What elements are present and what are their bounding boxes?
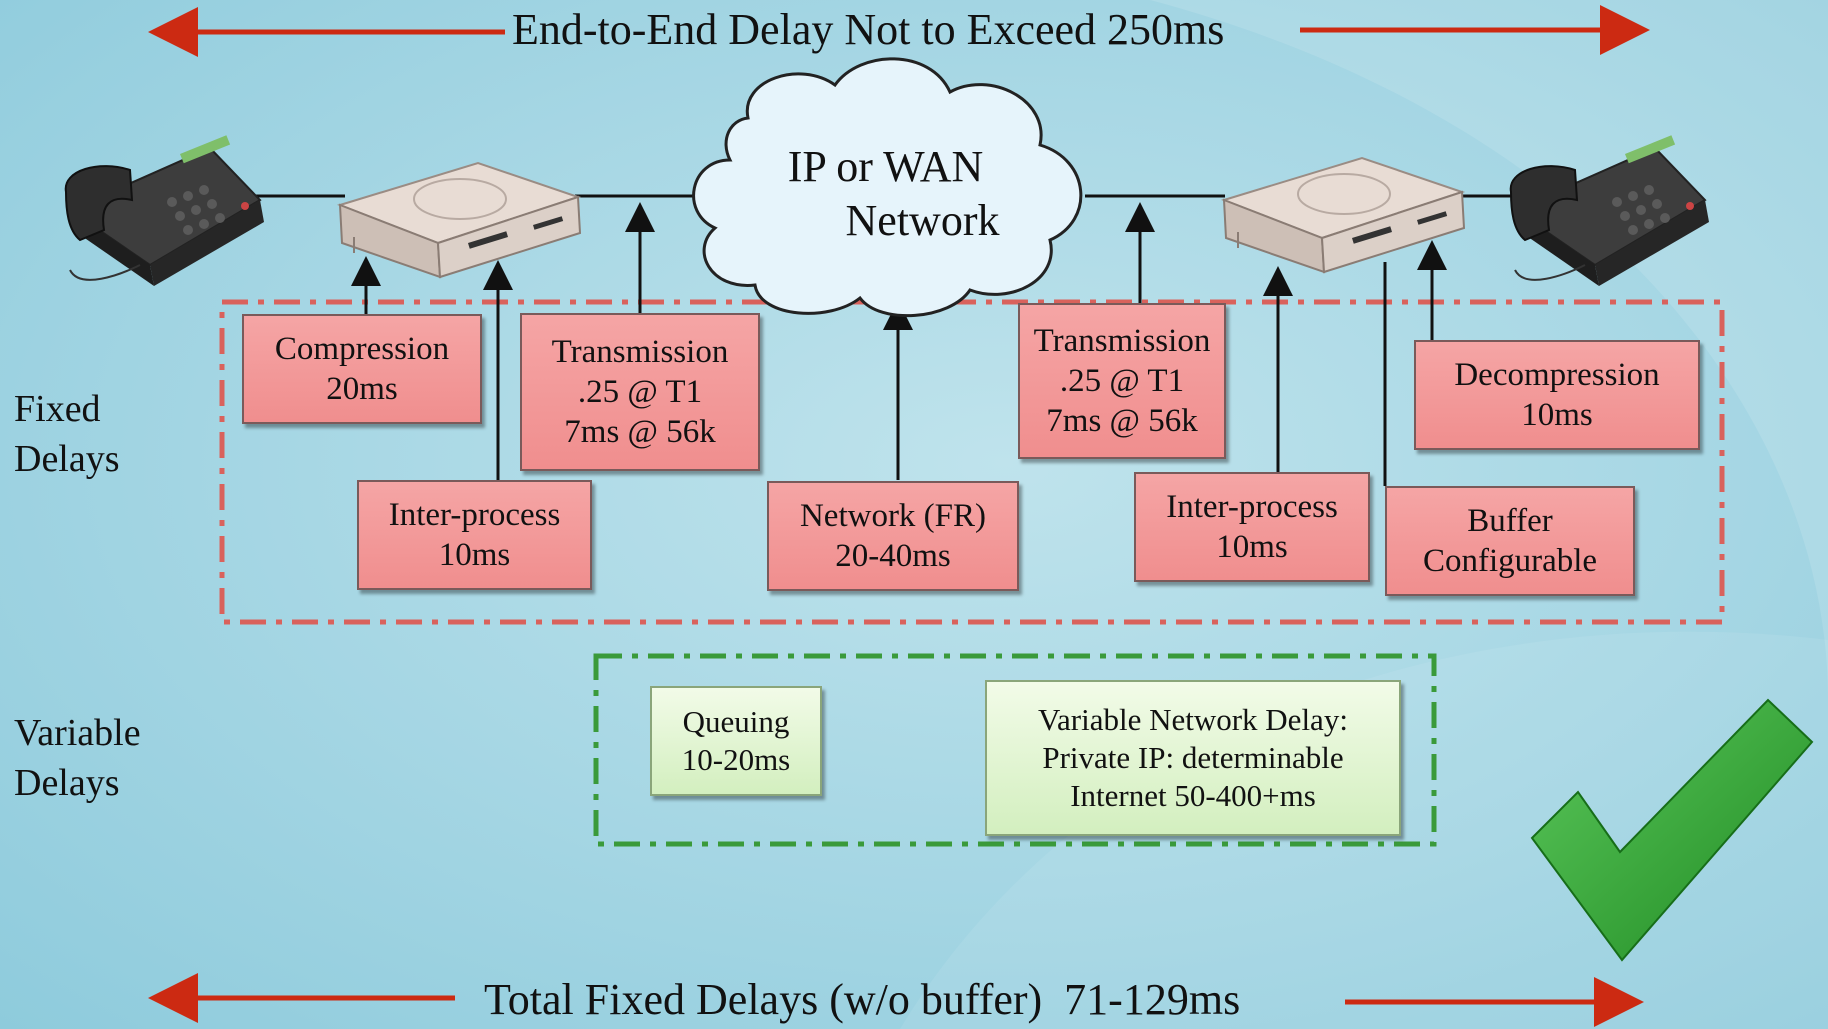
transmission-right-box: Transmission .25 @ T1 7ms @ 56k: [1018, 303, 1226, 459]
decompression-box: Decompression 10ms: [1414, 340, 1700, 450]
telephone-icon: [64, 135, 264, 286]
fixed-label-line2: Delays: [14, 438, 120, 480]
cloud-icon: [692, 57, 1083, 318]
cloud-label-line1: IP or WAN: [787, 142, 984, 191]
compression-box: Compression 20ms: [242, 314, 482, 424]
telephone-icon: [1509, 135, 1709, 286]
decompression-value: 10ms: [1521, 397, 1593, 433]
interprocess-right-box: Inter-process 10ms: [1134, 472, 1370, 582]
transmission-left-t1: .25 @ T1: [577, 374, 703, 410]
fixed-delays-label: Fixed Delays: [14, 384, 120, 484]
buffer-label: Buffer: [1467, 503, 1553, 539]
queuing-value: 10-20ms: [681, 742, 791, 777]
transmission-left-box: Transmission .25 @ T1 7ms @ 56k: [520, 313, 760, 471]
transmission-left-56k: 7ms @ 56k: [564, 414, 716, 450]
page-title: End-to-End Delay Not to Exceed 250ms: [512, 5, 1225, 54]
total-fixed-delays: Total Fixed Delays (w/o buffer) 71-129ms: [484, 975, 1241, 1024]
network-fr-value: 20-40ms: [835, 538, 951, 574]
fixed-delays-region: [219, 299, 1725, 625]
transmission-right-t1: .25 @ T1: [1059, 363, 1185, 399]
transmission-right-56k: 7ms @ 56k: [1046, 403, 1198, 439]
buffer-box: Buffer Configurable: [1385, 486, 1635, 596]
variable-label-line2: Delays: [14, 762, 120, 804]
cloud-label-line2: Network: [845, 196, 1000, 245]
interprocess-left-box: Inter-process 10ms: [357, 480, 592, 590]
network-fr-box: Network (FR) 20-40ms: [767, 481, 1019, 591]
transmission-left-label: Transmission: [551, 334, 729, 370]
variable-network-internet: Internet 50-400+ms: [1070, 778, 1316, 813]
interprocess-right-value: 10ms: [1216, 529, 1288, 565]
decompression-label: Decompression: [1454, 357, 1660, 393]
cloud-label: IP or WAN Network: [780, 140, 1005, 248]
queuing-label: Queuing: [682, 704, 790, 739]
variable-network-private: Private IP: determinable: [1042, 740, 1344, 775]
interprocess-left-value: 10ms: [438, 537, 511, 573]
interprocess-left-label: Inter-process: [388, 497, 561, 533]
variable-label-line1: Variable: [14, 712, 141, 754]
variable-network-label: Variable Network Delay:: [1038, 702, 1348, 737]
transmission-right-label: Transmission: [1033, 323, 1211, 359]
queuing-box: Queuing 10-20ms: [650, 686, 822, 796]
compression-value: 20ms: [326, 371, 398, 407]
fixed-label-line1: Fixed: [14, 388, 101, 430]
buffer-value: Configurable: [1422, 543, 1598, 579]
variable-delays-region: [593, 653, 1437, 847]
variable-network-box: Variable Network Delay: Private IP: dete…: [985, 680, 1401, 836]
variable-delays-label: Variable Delays: [14, 708, 141, 808]
interprocess-right-label: Inter-process: [1166, 489, 1338, 525]
network-fr-label: Network (FR): [799, 498, 987, 534]
router-icon: [336, 161, 582, 279]
router-icon: [1220, 156, 1466, 274]
compression-label: Compression: [274, 331, 450, 367]
checkmark-icon: [1530, 698, 1814, 962]
